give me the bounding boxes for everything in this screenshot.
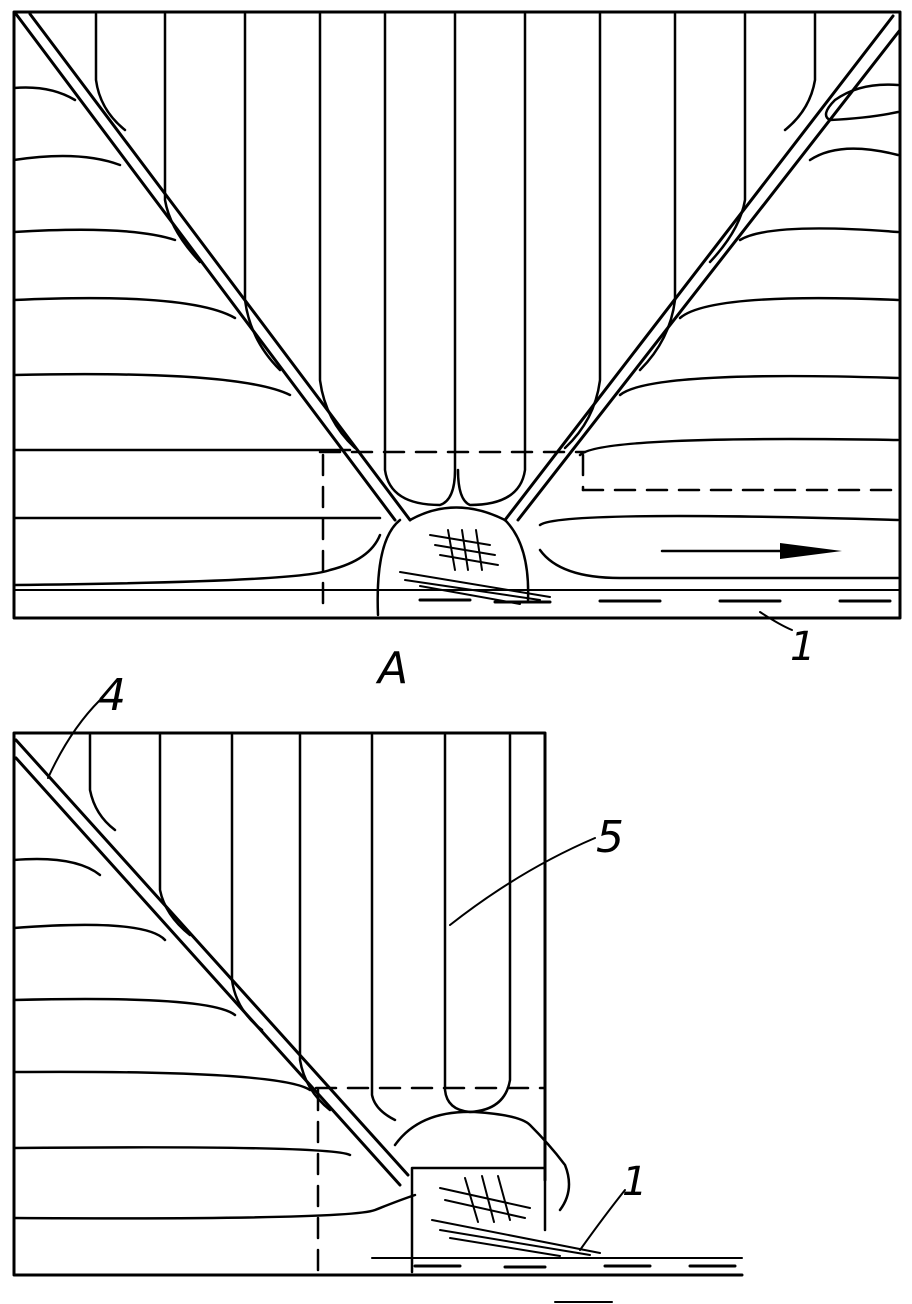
figure-a-conveyor-items bbox=[418, 598, 892, 604]
figure-a-vertical-flow-lines bbox=[94, 12, 817, 507]
figure-a: 1 A bbox=[12, 10, 902, 694]
figure-a-leader-1 bbox=[759, 611, 793, 631]
figure-b-ref-4: 4 bbox=[98, 670, 126, 721]
figure-a-frame bbox=[12, 10, 902, 620]
figure-b-frame bbox=[12, 731, 744, 1277]
figure-b-chamber bbox=[393, 1110, 571, 1274]
figure-a-flow-arrow bbox=[660, 543, 842, 559]
figure-b-ref-1: 1 bbox=[622, 1159, 647, 1205]
figure-b-wall-4 bbox=[14, 738, 410, 1187]
figure-b-leader-1 bbox=[579, 1189, 626, 1251]
figure-a-left-flow-lines bbox=[12, 86, 382, 587]
figure-b: 4 5 1 bbox=[12, 670, 744, 1303]
figure-a-debris bbox=[399, 529, 551, 605]
figure-a-dashed-lines bbox=[318, 450, 900, 617]
figure-a-left-wall bbox=[14, 12, 412, 522]
figure-b-conveyor-items bbox=[413, 1264, 737, 1269]
figure-b-debris bbox=[431, 1175, 601, 1257]
figure-a-right-flow-lines bbox=[538, 83, 900, 580]
figure-a-chamber bbox=[376, 506, 530, 617]
figure-b-leader-5 bbox=[449, 837, 596, 926]
figure-b-vertical-flow-lines bbox=[88, 733, 512, 1122]
section-label-a: A bbox=[375, 643, 408, 694]
figure-b-left-flow-lines bbox=[12, 857, 417, 1220]
figure-a-ref-1: 1 bbox=[790, 624, 815, 670]
figure-a-right-wall bbox=[503, 14, 902, 522]
figure-b-leader-4 bbox=[47, 699, 101, 779]
figure-b-dashed-lines bbox=[314, 1086, 547, 1274]
figure-b-ref-5: 5 bbox=[596, 812, 624, 863]
